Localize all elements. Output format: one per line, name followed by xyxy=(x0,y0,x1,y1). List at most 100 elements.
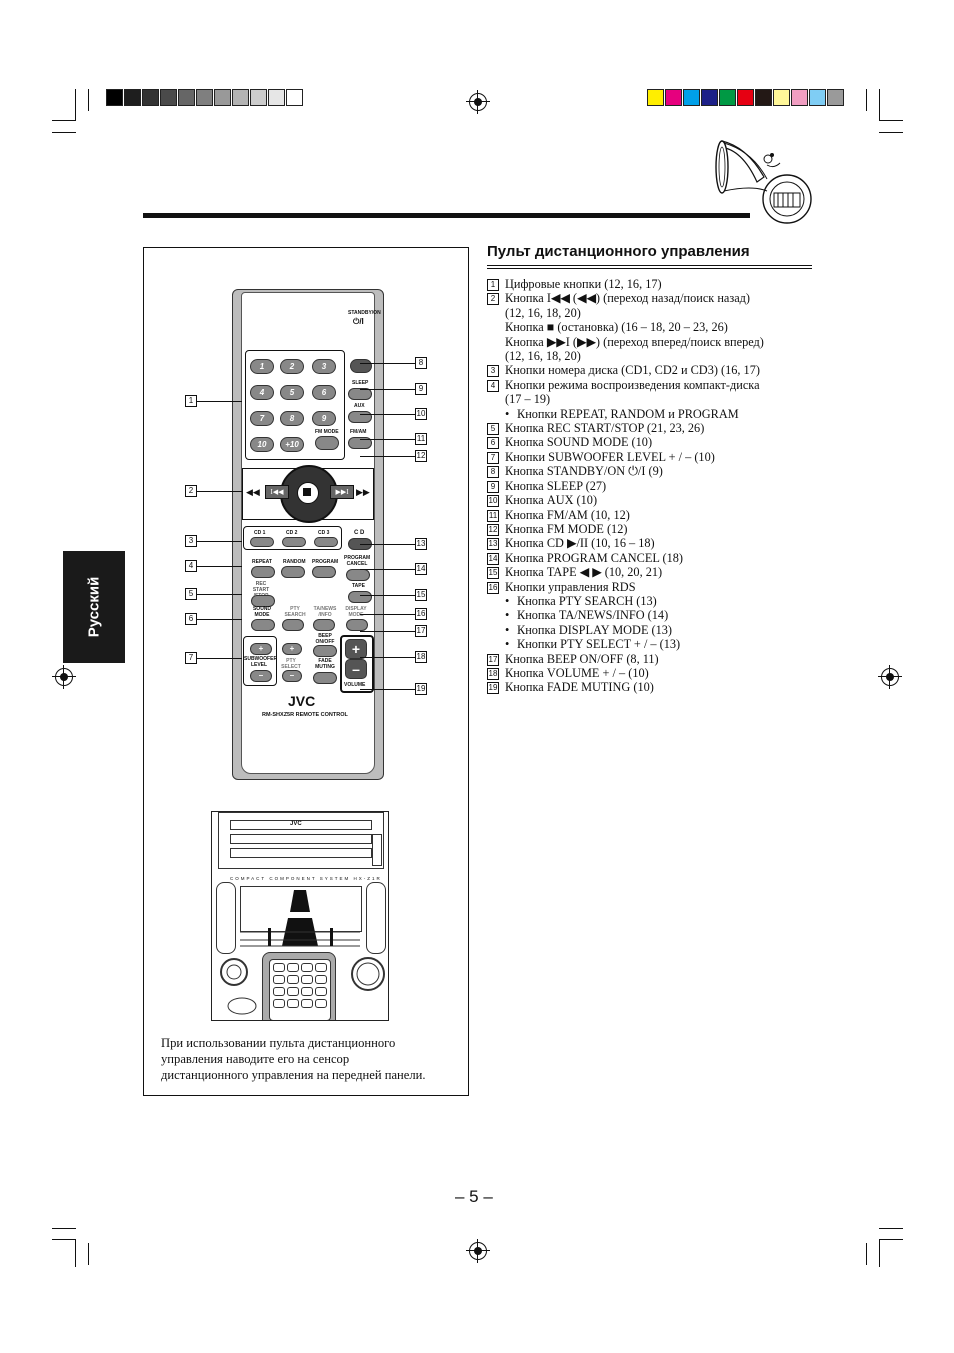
color-swatch xyxy=(178,89,195,106)
item-text: Кнопки PTY SELECT + / – (13) xyxy=(487,637,827,651)
color-swatch xyxy=(683,89,700,106)
display-mode-button xyxy=(346,619,368,631)
rec-button xyxy=(251,595,275,607)
callout-number: 19 xyxy=(415,683,427,695)
callout-line xyxy=(360,439,415,440)
crop-mark xyxy=(879,89,880,121)
mini-key xyxy=(315,975,327,984)
list-item: Кнопка TA/NEWS/INFO (14) xyxy=(487,608,827,622)
mini-key xyxy=(301,987,313,996)
callout-number: 12 xyxy=(415,450,427,462)
item-text: Кнопка PTY SEARCH (13) xyxy=(487,594,827,608)
item-text: Кнопка FM MODE (12) xyxy=(505,521,628,536)
pty-minus-button: – xyxy=(282,670,302,682)
item-text: Кнопка TAPE ◀ ▶ (10, 20, 21) xyxy=(505,565,663,580)
volume-plus-button: + xyxy=(345,639,367,659)
repeat-button xyxy=(251,566,275,578)
item-number: 15 xyxy=(487,567,499,580)
item-number: 6 xyxy=(487,437,499,450)
list-item: (17 – 19) xyxy=(487,392,827,406)
digit-button: 1 xyxy=(250,359,274,374)
program-cancel-button xyxy=(346,569,370,581)
sound-mode-label: SOUND MODE xyxy=(252,606,272,618)
item-text: Кнопки номера диска (CD1, CD2 и CD3) (16… xyxy=(505,363,760,378)
callout-number: 13 xyxy=(415,538,427,550)
item-text: Кнопка I◀◀ (◀◀) (переход назад/поиск наз… xyxy=(505,291,751,306)
color-swatch xyxy=(250,89,267,106)
callout-line xyxy=(197,401,242,402)
mini-key xyxy=(315,999,327,1008)
list-item: (12, 16, 18, 20) xyxy=(487,306,827,320)
item-text: Кнопка FM/AM (10, 12) xyxy=(505,507,630,522)
callout-line xyxy=(360,544,415,545)
cd-tray xyxy=(230,848,372,858)
item-text: Кнопки REPEAT, RANDOM и PROGRAM xyxy=(487,407,827,421)
callout-line xyxy=(360,689,415,690)
pty-search-button xyxy=(282,619,304,631)
mini-key xyxy=(273,975,285,984)
callout-number: 5 xyxy=(185,588,197,600)
mini-key xyxy=(273,987,285,996)
callout-number: 17 xyxy=(415,625,427,637)
item-number: 5 xyxy=(487,423,499,436)
callout-number: 9 xyxy=(415,383,427,395)
pty-plus-button: + xyxy=(282,643,302,655)
process-color-bar xyxy=(647,89,845,106)
item-text: (12, 16, 18, 20) xyxy=(505,349,581,364)
item-text: Кнопка SLEEP (27) xyxy=(505,478,607,493)
fmmode-label: FM MODE xyxy=(315,429,339,435)
heading-rule xyxy=(487,268,812,269)
callout-line xyxy=(197,491,242,492)
cd-label: CD 3 xyxy=(318,530,330,536)
item-text: Кнопки режима воспроизведения компакт-ди… xyxy=(505,377,760,392)
registration-mark xyxy=(52,665,76,689)
item-number: 8 xyxy=(487,466,499,479)
callout-line xyxy=(360,631,415,632)
mini-key xyxy=(287,987,299,996)
item-number: 4 xyxy=(487,379,499,392)
callout-number: 10 xyxy=(415,408,427,420)
horn-illustration xyxy=(715,140,812,224)
item-text: Кнопка DISPLAY MODE (13) xyxy=(487,623,827,637)
crop-mark xyxy=(879,120,903,121)
tape-button xyxy=(348,591,372,603)
crop-mark xyxy=(88,89,89,111)
cd-group xyxy=(243,526,342,550)
crop-mark xyxy=(75,1239,76,1267)
subwoofer-group xyxy=(243,636,277,686)
item-text: (12, 16, 18, 20) xyxy=(505,305,581,320)
sleep-button xyxy=(348,388,372,400)
volume-group xyxy=(340,635,374,693)
item-text: Кнопка BEEP ON/OFF (8, 11) xyxy=(505,651,659,666)
list-item: (12, 16, 18, 20) xyxy=(487,349,827,363)
digit-button: 10 xyxy=(250,437,274,452)
registration-mark xyxy=(466,1239,490,1263)
color-swatch xyxy=(268,89,285,106)
color-swatch xyxy=(142,89,159,106)
color-swatch xyxy=(232,89,249,106)
callout-line xyxy=(360,389,415,390)
callout-number: 8 xyxy=(415,357,427,369)
item-text: Кнопки управления RDS xyxy=(505,579,636,594)
item-text: (17 – 19) xyxy=(505,392,551,407)
item-text: Кнопка REC START/STOP (21, 23, 26) xyxy=(505,421,705,436)
list-item: Кнопка PTY SEARCH (13) xyxy=(487,594,827,608)
next-button: ▶▶I xyxy=(330,485,354,499)
mini-key xyxy=(273,999,285,1008)
item-number: 10 xyxy=(487,495,499,508)
title-rule xyxy=(143,213,750,218)
mini-key xyxy=(315,963,327,972)
fade-label: FADE MUTING xyxy=(315,658,335,670)
item-number: 14 xyxy=(487,552,499,565)
digit-button: +10 xyxy=(280,437,304,452)
callout-line xyxy=(360,456,415,457)
color-swatch xyxy=(665,89,682,106)
digit-button: 7 xyxy=(250,411,274,426)
